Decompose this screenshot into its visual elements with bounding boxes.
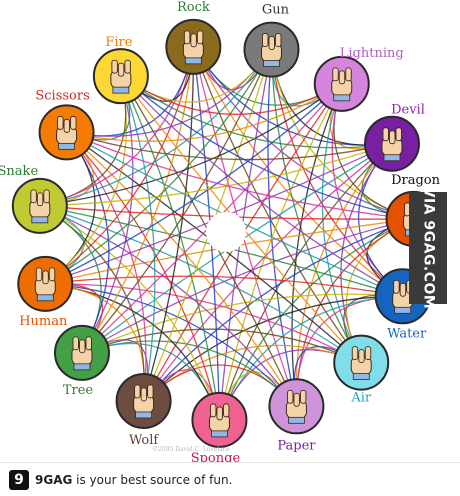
gesture-label: Rock <box>177 0 210 15</box>
beats-arrow-line <box>39 49 273 207</box>
gesture-node-human: Human <box>17 255 74 329</box>
beats-arrow-line <box>45 83 343 285</box>
fire-hand-icon <box>110 59 132 94</box>
gesture-label: Devil <box>391 103 425 118</box>
beats-arrow-line <box>192 46 362 363</box>
gesture-label: Fire <box>105 35 132 50</box>
beats-arrow-line <box>39 205 221 421</box>
gesture-label: Scissors <box>35 88 89 103</box>
fist-icon <box>182 30 204 65</box>
beats-arrow-line <box>143 218 414 402</box>
beats-arrow-line <box>142 46 195 402</box>
beats-arrow-line <box>66 131 147 402</box>
gesture-node-snake: Snake <box>0 164 68 234</box>
beats-arrow-line <box>66 131 297 407</box>
beats-arrow-line <box>81 293 403 354</box>
beats-arrow-line <box>45 283 362 364</box>
gesture-label: Tree <box>63 383 94 398</box>
gesture-label: Wolf <box>129 433 159 448</box>
horns-hand-icon <box>381 127 403 162</box>
beats-arrow-line <box>291 83 343 407</box>
beats-arrow-line <box>120 75 156 402</box>
beats-arrow-line <box>267 49 298 407</box>
beats-arrow-line <box>81 328 362 364</box>
beats-arrow-line <box>192 46 404 297</box>
beats-arrow-line <box>66 131 414 220</box>
gesture-node-fire: Fire <box>92 35 149 105</box>
gesture-node-wolf: Wolf <box>115 372 172 448</box>
water-hand-icon <box>392 279 414 314</box>
gesture-diagram: Rock GunLightningDevilDragonWaterAirPaper… <box>0 0 442 462</box>
gun-hand-icon <box>260 33 282 67</box>
sponge-hand-icon <box>208 403 230 438</box>
gesture-label: Paper <box>277 438 316 453</box>
beats-arrow-line <box>120 75 221 420</box>
center-hole <box>206 212 246 252</box>
gesture-node-sponge: Sponge <box>191 391 248 462</box>
gesture-label: Human <box>19 314 68 329</box>
gesture-label: Dragon <box>391 173 441 188</box>
watermark-badge: VIA 9GAG.COM <box>409 187 447 309</box>
gesture-node-rock: Rock <box>165 0 222 75</box>
beats-arrow-line <box>120 75 414 220</box>
beats-arrow-line <box>192 46 414 220</box>
footer-tagline: is your best source of fun. <box>72 472 233 487</box>
beats-arrow-line <box>321 83 362 363</box>
snake-hand-icon <box>29 189 51 224</box>
beats-arrow-line <box>66 83 343 142</box>
beats-arrow-line <box>45 275 403 297</box>
gesture-node-gun: Gun <box>243 3 300 78</box>
copyright-text: ©2005 David C. Lovelace <box>152 446 230 453</box>
beats-arrow-line <box>120 75 393 149</box>
beats-arrow-line <box>45 283 297 407</box>
beats-arrow-line <box>44 46 195 285</box>
beats-arrow-line <box>39 143 393 207</box>
beats-arrow-line <box>143 295 403 402</box>
beats-arrow-line <box>81 49 273 354</box>
air-hand-icon <box>350 346 372 380</box>
beats-arrow-line <box>120 75 404 297</box>
gesture-node-tree: Tree <box>53 324 110 398</box>
tree-hand-icon <box>71 336 93 371</box>
gesture-node-lightning: Lightning <box>313 46 404 112</box>
thumb-down-icon <box>34 267 56 302</box>
beats-arrow-line <box>120 75 343 115</box>
beats-arrow-line <box>270 49 362 363</box>
gesture-node-air: Air <box>333 334 390 406</box>
beats-arrow-line <box>66 131 221 421</box>
gesture-label: Snake <box>0 164 38 179</box>
beats-arrow-line <box>39 83 343 207</box>
gesture-label: Sponge <box>191 451 241 462</box>
beats-arrow-line <box>39 205 362 364</box>
gesture-label: Air <box>350 391 372 406</box>
footer-brand[interactable]: 9GAG <box>35 472 73 487</box>
beats-arrow-line <box>270 49 404 297</box>
beats-arrow-line <box>44 49 273 285</box>
gesture-label: Gun <box>262 3 290 18</box>
beats-arrow-line <box>66 131 393 161</box>
footer-bar: 9 9GAG is your best source of fun. <box>0 462 460 496</box>
beats-arrow-line <box>218 143 393 421</box>
beats-arrow-line <box>81 75 134 354</box>
gesture-node-devil: Devil <box>363 103 425 172</box>
beats-arrow-line <box>218 83 343 421</box>
lightning-hand-icon <box>331 67 353 102</box>
9gag-logo-icon[interactable]: 9 <box>9 469 29 490</box>
wolf-hand-icon <box>133 384 155 419</box>
beats-arrow-line <box>218 218 414 421</box>
beats-arrow-line <box>295 143 393 407</box>
beats-arrow-line <box>143 143 393 402</box>
beats-arrow-line <box>81 46 195 354</box>
footer-text: 9GAG is your best source of fun. <box>35 473 232 487</box>
gesture-label: Lightning <box>340 46 404 61</box>
gesture-node-paper: Paper <box>268 378 325 453</box>
scissors-hand-icon <box>56 115 78 150</box>
flat-hand-icon <box>285 389 307 424</box>
gesture-node-scissors: Scissors <box>35 88 95 161</box>
gesture-label: Water <box>387 326 427 341</box>
beats-arrow-line <box>81 218 414 354</box>
watermark-text: VIA 9GAG.COM <box>420 186 436 310</box>
beats-arrow-line <box>39 205 297 407</box>
